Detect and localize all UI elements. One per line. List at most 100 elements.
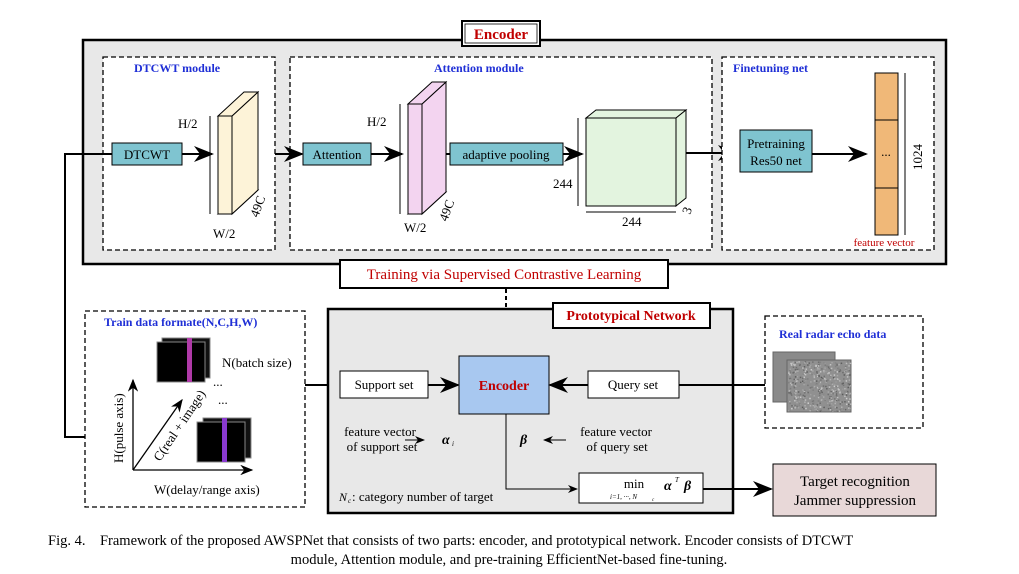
noise-speck (813, 402, 815, 404)
noise-speck (818, 368, 820, 370)
noise-speck (827, 407, 830, 410)
noise-speck (817, 396, 820, 399)
noise-speck (838, 363, 840, 366)
noise-speck (817, 367, 819, 369)
noise-speck (844, 390, 846, 393)
noise-speck (836, 395, 838, 398)
noise-speck (798, 374, 800, 377)
noise-speck (802, 397, 804, 400)
noise-speck (812, 374, 815, 377)
pooled-width: 244 (622, 214, 642, 229)
batch-size-label: N(batch size) (222, 355, 292, 370)
dtcwt-height: H/2 (178, 116, 198, 131)
noise-speck (815, 410, 818, 412)
noise-speck (817, 387, 819, 390)
noise-speck (842, 384, 845, 387)
noise-speck (809, 366, 811, 368)
noise-speck (790, 362, 792, 365)
noise-speck (830, 374, 832, 377)
noise-speck (788, 378, 790, 381)
noise-speck (813, 397, 816, 399)
noise-speck (793, 393, 796, 395)
noise-speck (836, 363, 838, 365)
noise-speck (804, 399, 807, 401)
noise-speck (794, 397, 796, 400)
noise-speck (839, 380, 841, 382)
train-sample-images (156, 337, 252, 463)
noise-speck (789, 400, 791, 403)
noise-speck (803, 381, 806, 383)
noise-speck (819, 364, 822, 367)
noise-speck (817, 401, 820, 404)
noise-speck (820, 388, 822, 391)
noise-speck (799, 363, 801, 366)
noise-speck (845, 392, 848, 395)
noise-speck (807, 373, 809, 375)
noise-speck (818, 380, 820, 382)
output-box (772, 463, 937, 517)
noise-speck (819, 361, 822, 364)
noise-speck (792, 404, 795, 407)
noise-speck (818, 381, 821, 384)
noise-speck (796, 373, 799, 375)
noise-speck (812, 400, 815, 402)
noise-speck (795, 385, 797, 387)
fv-support-1: feature vector (344, 424, 416, 439)
noise-speck (849, 403, 852, 405)
noise-speck (814, 406, 816, 408)
noise-speck (805, 368, 808, 370)
noise-speck (797, 370, 799, 372)
noise-speck (849, 407, 851, 410)
noise-speck (819, 400, 821, 403)
noise-speck (844, 401, 846, 403)
noise-speck (823, 393, 826, 395)
noise-speck (792, 361, 795, 363)
noise-speck (831, 389, 833, 392)
min-transpose: T (675, 476, 680, 484)
noise-speck (839, 392, 841, 394)
noise-speck (837, 388, 840, 390)
query-set-box (587, 370, 680, 399)
noise-speck (798, 361, 800, 363)
noise-speck (793, 378, 796, 381)
noise-speck (848, 407, 850, 409)
noise-speck (826, 373, 829, 376)
noise-speck (791, 379, 793, 381)
noise-speck (809, 397, 811, 400)
noise-speck (810, 408, 812, 411)
noise-speck (824, 362, 826, 365)
finetuning-label: Finetuning net (733, 61, 808, 75)
noise-speck (795, 390, 797, 392)
noise-speck (843, 374, 846, 376)
noise-speck (830, 403, 833, 405)
noise-speck (841, 406, 843, 408)
noise-speck (791, 405, 793, 407)
noise-speck (790, 364, 793, 366)
noise-speck (815, 380, 818, 382)
noise-speck (809, 387, 812, 389)
noise-speck (793, 363, 795, 366)
noise-speck (845, 369, 847, 372)
noise-speck (790, 394, 793, 396)
noise-speck (789, 371, 792, 374)
dtcwt-channels: 49C (247, 194, 269, 219)
noise-speck (829, 400, 831, 403)
noise-speck (840, 401, 842, 403)
noise-speck (801, 406, 804, 409)
noise-speck (835, 385, 838, 388)
noise-speck (837, 367, 840, 370)
noise-speck (836, 385, 839, 387)
noise-speck (813, 376, 816, 379)
noise-speck (840, 362, 843, 365)
noise-speck (818, 389, 821, 392)
attention-channels: 49C (436, 198, 458, 223)
noise-speck (812, 389, 814, 391)
noise-speck (802, 389, 804, 391)
noise-speck (838, 370, 841, 373)
noise-speck (803, 390, 806, 393)
noise-speck (847, 400, 850, 403)
encoder-title: Encoder (474, 27, 529, 43)
dtcwt-width: W/2 (213, 226, 235, 241)
noise-speck (828, 367, 830, 370)
